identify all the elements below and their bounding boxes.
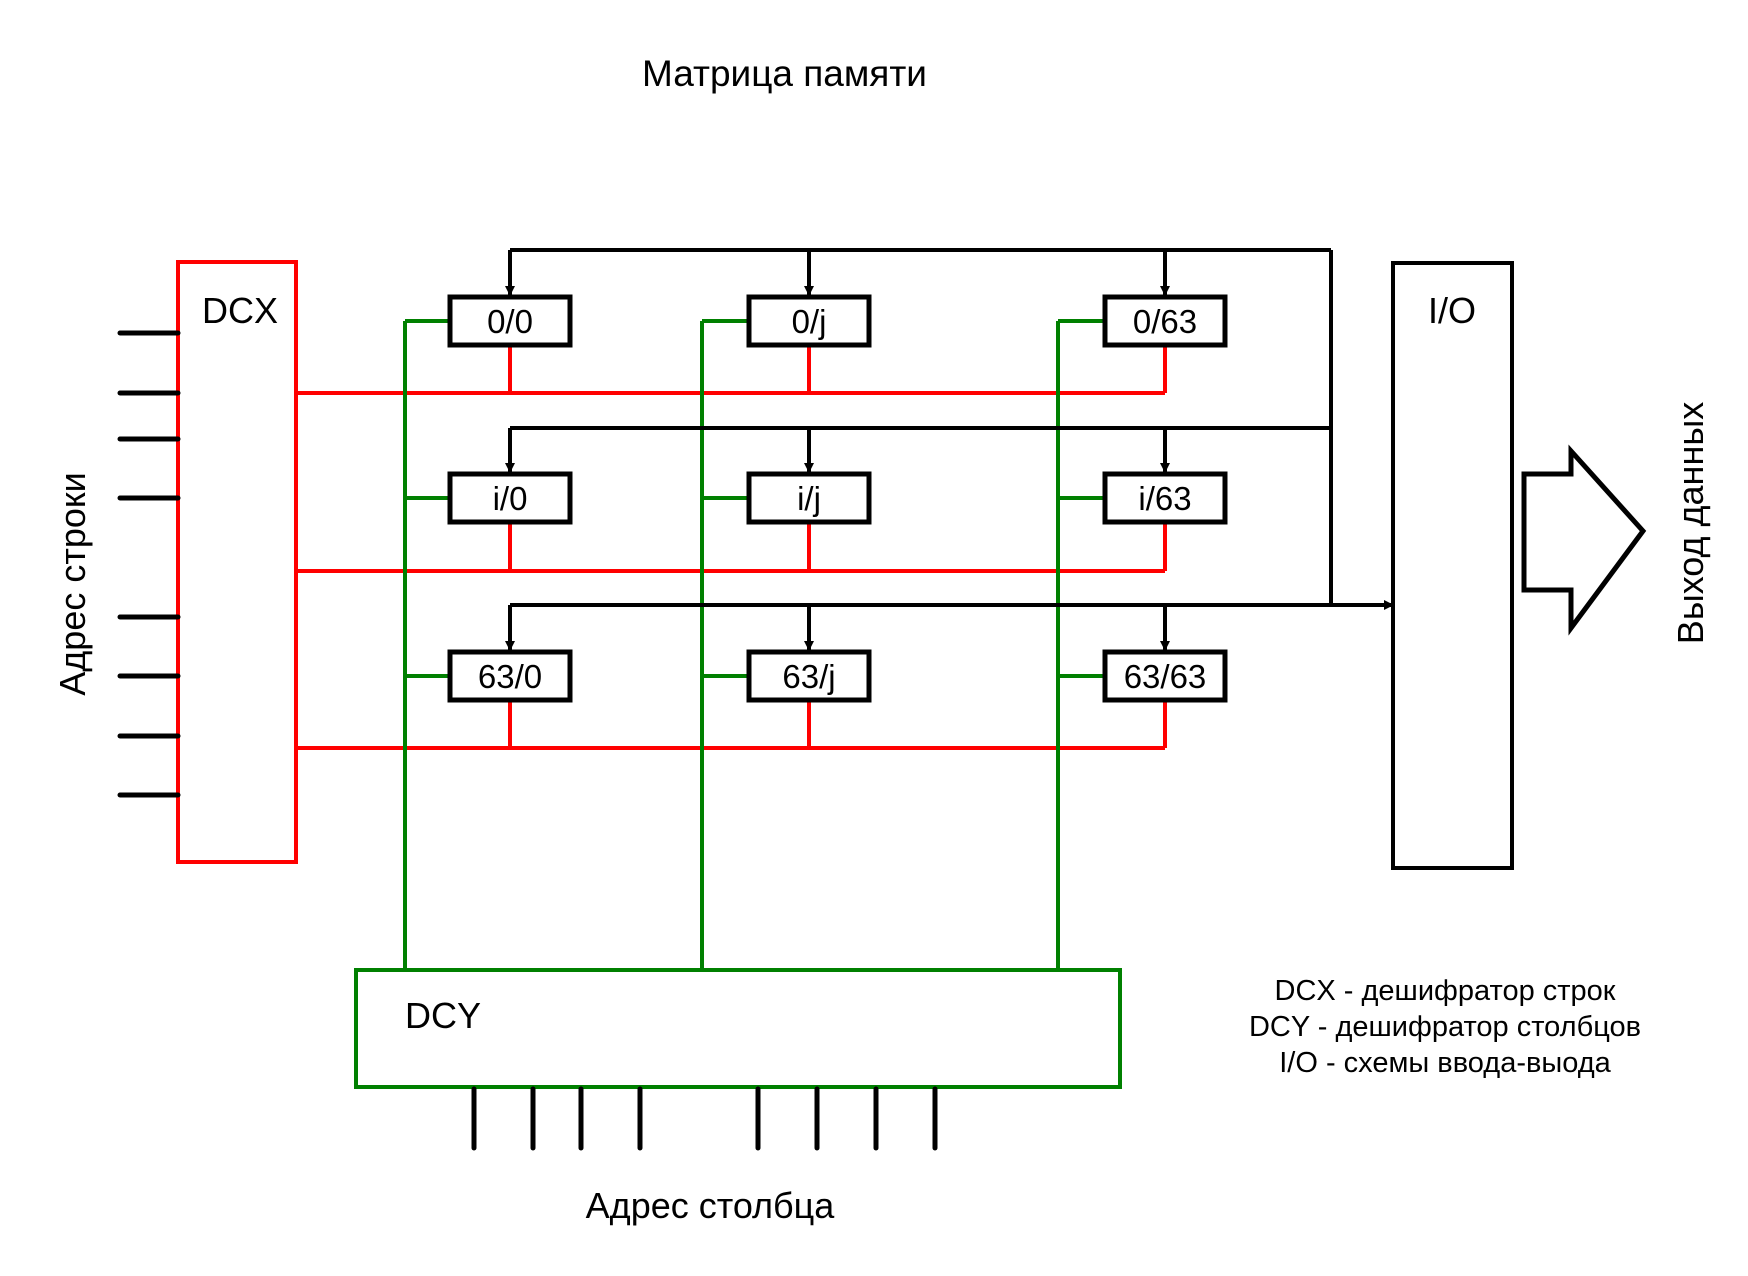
- memory-cell: i/j: [746, 471, 872, 525]
- legend-item-io: I/O - схемы ввода-выода: [1279, 1047, 1611, 1079]
- memory-cell-label: 63/j: [782, 658, 835, 695]
- io-block: I/O: [1391, 261, 1514, 870]
- memory-cell: i/0: [447, 471, 573, 525]
- data-output-label: Выход данных: [1670, 402, 1711, 644]
- memory-cell-label: i/63: [1138, 480, 1191, 517]
- dcx-box: [176, 260, 298, 864]
- memory-cell-box: [1102, 294, 1228, 348]
- memory-cell-box: [1102, 471, 1228, 525]
- diagram-title: Матрица памяти: [642, 53, 927, 94]
- data-output-arrow-icon: [1521, 444, 1647, 636]
- memory-cell-label: 63/63: [1124, 658, 1207, 695]
- dcx-address-inputs: [117, 330, 181, 798]
- data-bus-lines: [505, 248, 1394, 651]
- legend: DCX - дешифратор строк DCY - дешифратор …: [1249, 975, 1641, 1079]
- row-select-lines: [296, 345, 1167, 750]
- column-address-label: Адрес столбца: [586, 1185, 836, 1226]
- memory-cell: 0/j: [746, 294, 872, 348]
- dcy-box: [354, 968, 1122, 1089]
- memory-cell-box: [447, 471, 573, 525]
- memory-cell-label: 63/0: [478, 658, 542, 695]
- memory-cell-label: 0/63: [1133, 303, 1197, 340]
- memory-cell: 0/0: [447, 294, 573, 348]
- memory-cell-box: [447, 294, 573, 348]
- dcx-label: DCX: [202, 290, 278, 331]
- io-label: I/O: [1428, 290, 1476, 331]
- memory-cells: 0/0 0/j 0/63 i/0 i/j i/63 63/0 63/j 63/63: [447, 294, 1228, 703]
- legend-item-dcx: DCX - дешифратор строк: [1275, 975, 1616, 1007]
- memory-cell: 63/j: [746, 649, 872, 703]
- io-box: [1391, 261, 1514, 870]
- memory-cell-box: [447, 649, 573, 703]
- memory-cell: 0/63: [1102, 294, 1228, 348]
- dcy-column-decoder: DCY: [354, 968, 1122, 1089]
- memory-cell: i/63: [1102, 471, 1228, 525]
- dcy-label: DCY: [405, 995, 481, 1036]
- memory-cell: 63/63: [1102, 649, 1228, 703]
- memory-cell-box: [1102, 649, 1228, 703]
- memory-cell-box: [746, 649, 872, 703]
- memory-cell-box: [746, 471, 872, 525]
- memory-cell-label: i/j: [797, 480, 821, 517]
- memory-cell-label: 0/j: [792, 303, 827, 340]
- legend-item-dcy: DCY - дешифратор столбцов: [1249, 1011, 1641, 1043]
- dcy-address-inputs: [471, 1086, 938, 1151]
- memory-cell-label: 0/0: [487, 303, 533, 340]
- row-address-label: Адрес строки: [52, 472, 93, 695]
- memory-cell: 63/0: [447, 649, 573, 703]
- memory-cell-box: [746, 294, 872, 348]
- memory-cell-label: i/0: [493, 480, 528, 517]
- dcx-row-decoder: DCX: [176, 260, 298, 864]
